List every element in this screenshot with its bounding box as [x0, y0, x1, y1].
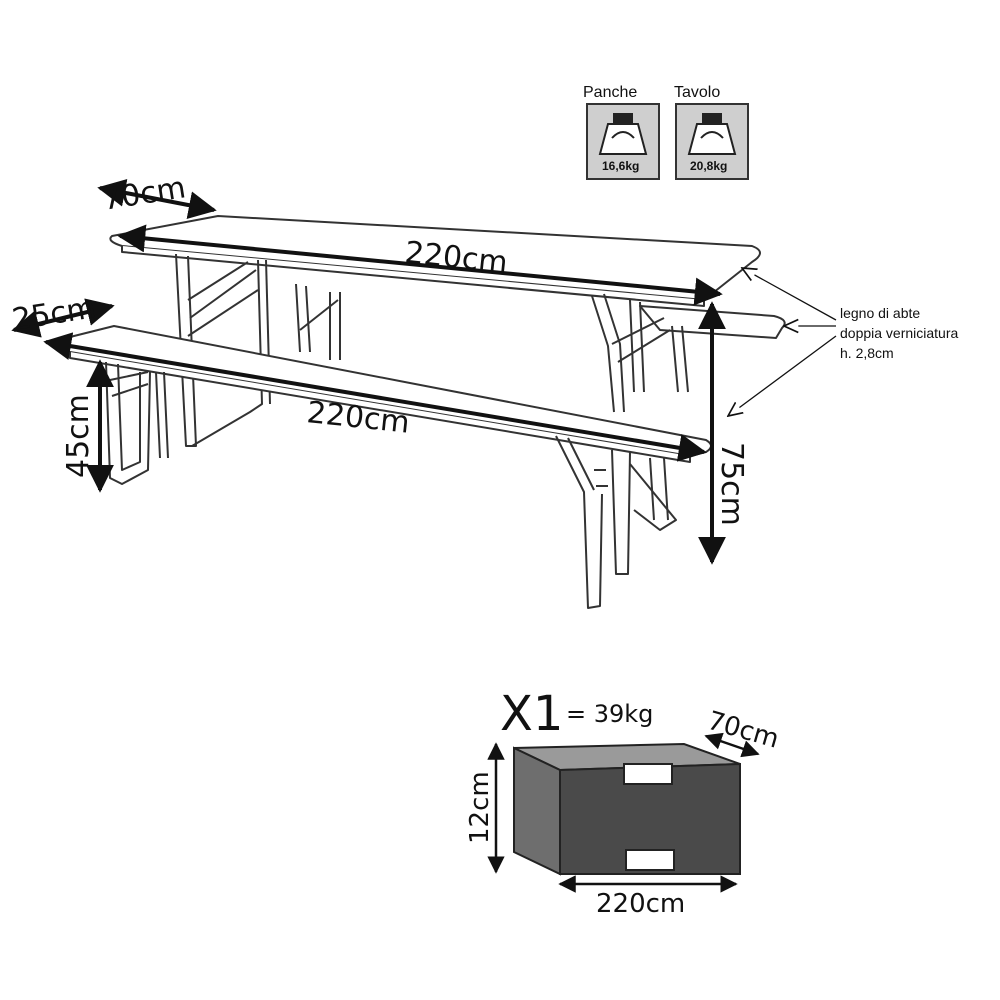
package-weight: = 39kg — [566, 700, 653, 728]
table-length-arrow — [117, 224, 723, 306]
weight-icons: Panche 16,6kg Tavolo 20,8kg — [583, 84, 749, 180]
tavolo-label: Tavolo — [674, 84, 720, 101]
bench-width-arrow — [11, 298, 115, 338]
material-note-line3: h. 2,8cm — [840, 345, 894, 361]
furniture-drawing — [55, 215, 786, 609]
bench-height-label: 45cm — [61, 394, 96, 478]
panche-label: Panche — [583, 84, 637, 101]
package-depth-label: 70cm — [704, 706, 782, 755]
package-handle-top — [623, 763, 673, 785]
table-width-arrow — [97, 179, 217, 219]
material-leaders — [728, 268, 837, 416]
package-handle-bottom — [625, 849, 675, 871]
package-quantity: X1 — [500, 686, 563, 742]
dimension-arrows — [11, 179, 726, 565]
bench-left-legs — [105, 361, 169, 485]
bench-width-label: 25cm — [10, 290, 98, 338]
package-box-front — [559, 762, 741, 875]
panche-weight: 16,6kg — [602, 159, 639, 173]
package: X1 = 39kg 70cm 12cm 220cm — [465, 686, 782, 919]
panche-weight-icon — [598, 113, 648, 155]
bench-right-legs — [555, 435, 677, 609]
package-length-label: 220cm — [596, 889, 685, 919]
package-height-label: 12cm — [465, 771, 495, 844]
material-note-line2: doppia verniciatura — [840, 325, 959, 341]
table-width-label: 70cm — [100, 170, 188, 218]
table-height-label: 75cm — [714, 442, 749, 526]
material-note-line1: legno di abte — [840, 305, 920, 321]
tavolo-weight: 20,8kg — [690, 159, 727, 173]
tavolo-weight-icon — [687, 113, 737, 155]
bench-length-arrow — [43, 332, 707, 462]
package-box-side — [513, 746, 561, 876]
material-note: legno di abte doppia verniciatura h. 2,8… — [840, 305, 959, 361]
package-depth-arrow — [704, 732, 760, 758]
